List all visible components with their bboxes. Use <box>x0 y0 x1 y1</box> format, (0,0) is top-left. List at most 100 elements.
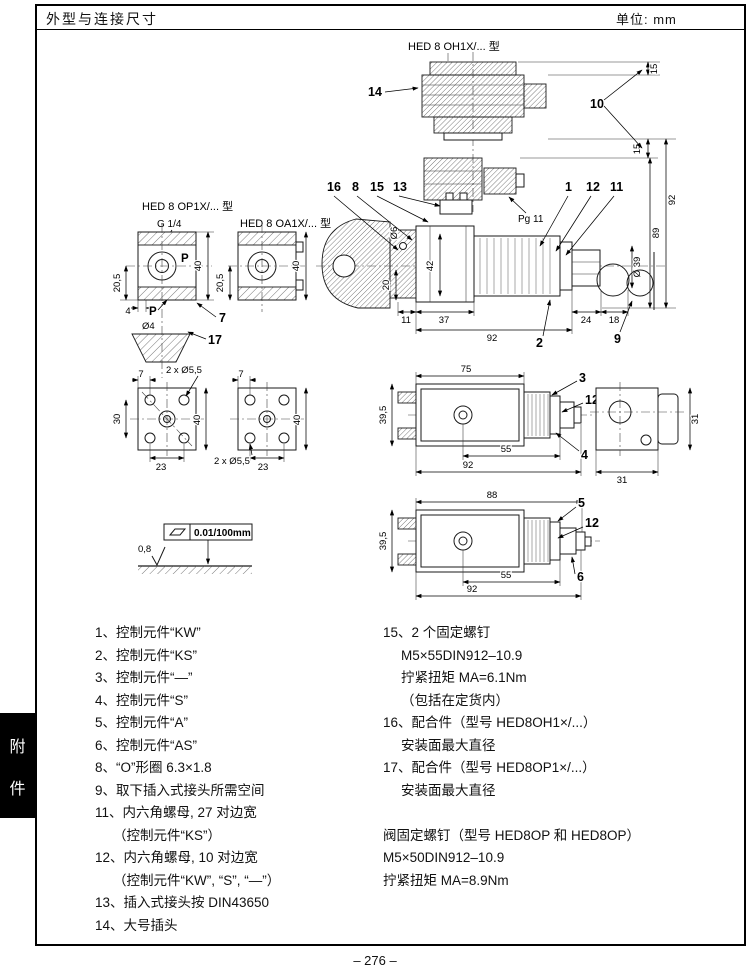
note-item-15-spec: M5×55DIN912–10.9 <box>401 647 523 663</box>
note-item-12-cont: （控制元件“KW”, “S”, “—”） <box>113 872 281 888</box>
callout-10: 10 <box>590 97 604 111</box>
page-border <box>35 4 746 946</box>
dim-18: 18 <box>609 315 620 326</box>
port-view-op: HED 8 OP1X/... 型 G 1/4 P 20,5 40 4 Ø4 P <box>111 198 234 378</box>
parts-list-left: 1、控制元件“KW” 2、控制元件“KS” 3、控制元件“—” 4、控制元件“S… <box>95 622 375 937</box>
callout-17: 17 <box>208 333 222 347</box>
note-item-11-cont: （控制元件“KS”） <box>113 827 221 843</box>
port-p-label: P <box>181 253 189 265</box>
note-item-6: 6、控制元件“AS” <box>95 737 198 753</box>
callout-5: 5 <box>578 496 585 510</box>
pressure-switch-assembly: Ø6 20 Pg 11 42 <box>316 157 668 351</box>
model-label-op1: HED 8 OP1X/... 型 <box>142 199 233 213</box>
dim-55-a: 55 <box>501 444 512 455</box>
dim-40-b: 40 <box>291 261 302 272</box>
dim-89: 89 <box>651 228 662 239</box>
callout-6: 6 <box>577 570 584 584</box>
note-spacer <box>383 802 713 825</box>
dim-4: 4 <box>125 306 130 317</box>
dim-23-b: 23 <box>258 462 269 473</box>
dim-92-main: 92 <box>487 333 498 344</box>
tab-char-2: 件 <box>9 780 26 798</box>
pg11-label: Pg 11 <box>518 214 544 225</box>
callout-13: 13 <box>393 180 407 194</box>
g14-label: G 1/4 <box>157 219 182 230</box>
callout-4: 4 <box>581 448 588 462</box>
din-connector-drawing: HED 8 OH1X/... 型 14 <box>367 38 547 212</box>
dim-7-b: 7 <box>238 369 243 380</box>
mating-flange-view: 31 31 <box>590 382 702 487</box>
roughness-value: 0,8 <box>138 544 151 555</box>
note-item-15-included: （包括在定货内） <box>401 692 509 708</box>
dim-395-b: 39,5 <box>378 532 389 551</box>
note-item-12: 12、内六角螺母, 10 对边宽 <box>95 850 258 865</box>
callout-2: 2 <box>536 336 543 350</box>
technical-drawing: HED 8 OH1X/... 型 14 15 15 92 89 Ø 39 10 <box>111 38 702 600</box>
callout-16: 16 <box>327 180 341 194</box>
flange-view-a: 7 2 x Ø5,5 30 40 23 <box>111 364 209 474</box>
callout-14: 14 <box>368 85 382 99</box>
flange-view-b: 7 40 23 2 x Ø5,5 <box>213 368 309 474</box>
dim-75: 75 <box>461 364 472 375</box>
callout-3: 3 <box>579 371 586 385</box>
dim-holes-a: 2 x Ø5,5 <box>166 365 202 376</box>
dim-205-b: 20,5 <box>215 274 226 293</box>
right-dimension-chain: 15 15 92 89 Ø 39 10 <box>518 61 679 309</box>
note-item-1: 1、控制元件“KW” <box>95 625 201 640</box>
note-item-2: 2、控制元件“KS” <box>95 647 198 663</box>
callout-7: 7 <box>219 311 226 325</box>
header-divider <box>35 29 746 30</box>
note-item-15: 15、2 个固定螺钉 <box>383 625 491 640</box>
note-item-3: 3、控制元件“—” <box>95 670 193 685</box>
dim-7-a: 7 <box>138 369 143 380</box>
dim-42: 42 <box>425 261 436 272</box>
dim-dia6: Ø6 <box>389 227 400 240</box>
dim-24: 24 <box>581 315 592 326</box>
dim-31-b: 31 <box>617 475 628 486</box>
dim-88: 88 <box>487 490 498 501</box>
flatness-value: 0.01/100mm <box>194 528 251 539</box>
dim-30: 30 <box>112 414 123 425</box>
callout-11: 11 <box>610 180 623 194</box>
note-item-14: 14、大号插头 <box>95 917 178 933</box>
parts-list-right: 15、2 个固定螺钉 M5×55DIN912–10.9 拧紧扭矩 MA=6.1N… <box>383 622 713 892</box>
dim-92-r2: 92 <box>467 584 478 595</box>
note-valve-screw-torque: 拧紧扭矩 MA=8.9Nm <box>383 872 509 888</box>
units-label: 单位: mm <box>616 12 677 27</box>
dim-20: 20 <box>381 280 392 291</box>
callout-1: 1 <box>565 180 572 194</box>
note-item-13: 13、插入式接头按 DIN43650 <box>95 895 270 910</box>
sidebar-tab-appendix: 附 件 <box>0 713 35 818</box>
dim-dia39: Ø 39 <box>632 257 643 278</box>
callout-8: 8 <box>352 180 359 194</box>
note-valve-screw: 阀固定螺钉（型号 HED8OP 和 HED8OP） <box>383 827 641 843</box>
note-item-11: 11、内六角螺母, 27 对边宽 <box>95 805 257 820</box>
dim-40-c: 40 <box>192 415 203 426</box>
model-label-oa1: HED 8 OA1X/... 型 <box>240 216 331 230</box>
note-item-17-cont: 安装面最大直径 <box>401 782 496 798</box>
page-number: – 276 – <box>353 953 397 968</box>
model-label-oh1: HED 8 OH1X/... 型 <box>408 39 500 53</box>
dim-holes-b: 2 x Ø5,5 <box>214 456 250 467</box>
dim-92-r1: 92 <box>463 460 474 471</box>
note-item-17: 17、配合件（型号 HED8OP1×/...） <box>383 760 596 775</box>
note-item-15-torque: 拧紧扭矩 MA=6.1Nm <box>401 670 527 685</box>
dim-40-a: 40 <box>193 261 204 272</box>
callout-12-c: 12 <box>585 516 599 530</box>
dim-dia4: Ø4 <box>142 321 155 332</box>
dim-31-a: 31 <box>690 414 701 425</box>
note-item-8: 8、“O”形圈 6.3×1.8 <box>95 760 212 775</box>
dim-11: 11 <box>401 315 411 326</box>
callout-9: 9 <box>614 332 621 346</box>
dim-15-top: 15 <box>649 64 660 75</box>
note-item-16-cont: 安装面最大直径 <box>401 737 496 753</box>
tab-char-1: 附 <box>9 738 26 756</box>
page-title: 外型与连接尺寸 <box>46 11 158 27</box>
dim-15-mid: 15 <box>632 144 643 155</box>
valve-view-b: 88 39,5 55 92 5 12 6 <box>377 489 600 600</box>
note-item-4: 4、控制元件“S” <box>95 692 189 708</box>
dim-40-d: 40 <box>292 415 303 426</box>
callout-12-main: 12 <box>586 180 600 194</box>
callout-15: 15 <box>370 180 384 194</box>
